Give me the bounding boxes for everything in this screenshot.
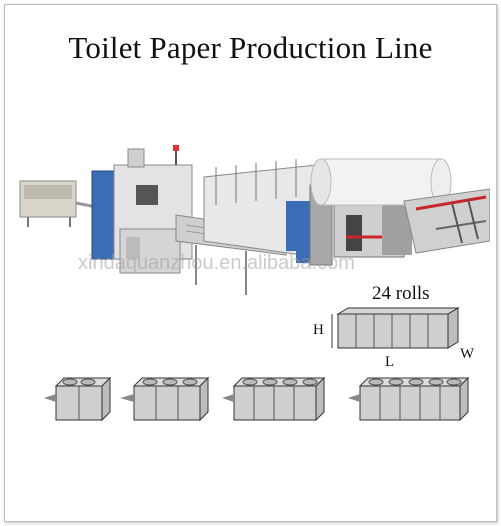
package-small-4 (348, 376, 470, 422)
image-frame (4, 4, 497, 522)
dimension-width-label: W (460, 346, 475, 362)
dimension-length-label: L (385, 354, 395, 370)
unwind-stand (333, 196, 412, 258)
package-small-3 (222, 376, 326, 422)
package-small-2 (120, 376, 210, 422)
jumbo-paper-roll (310, 158, 490, 254)
production-line-machine (19, 145, 490, 295)
packing-machine (19, 180, 97, 227)
package-small-1 (44, 376, 112, 422)
package-24-rolls (331, 307, 460, 349)
log-saw-machine (91, 145, 193, 274)
roll-count-label: 24 rolls (372, 283, 430, 304)
dimension-height-label: H (313, 322, 324, 338)
rewinder-machine (203, 159, 333, 266)
page-title: Toilet Paper Production Line (68, 30, 433, 65)
watermark: xindaquanzhou.en.alibaba.com (78, 252, 355, 274)
